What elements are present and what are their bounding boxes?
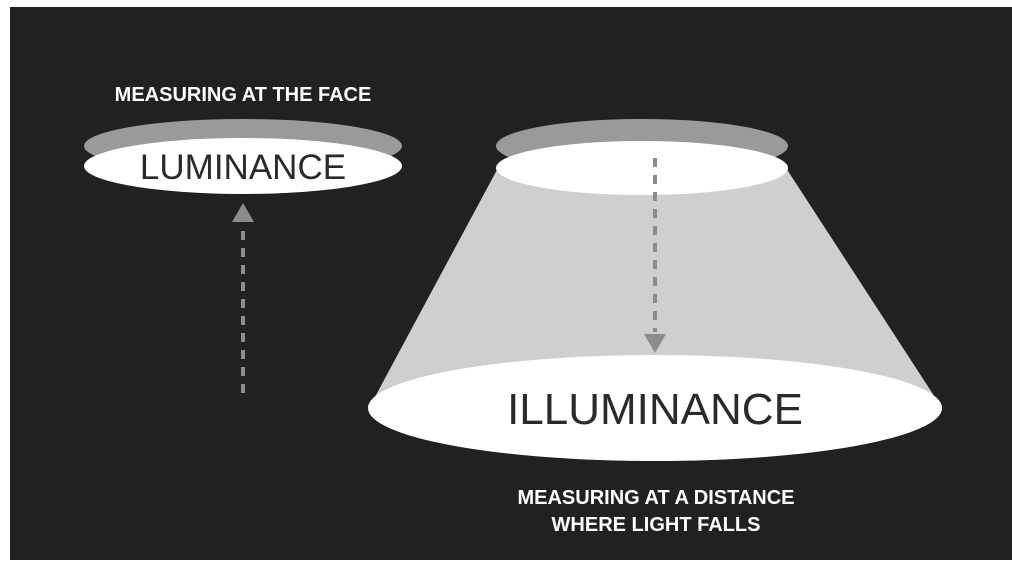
bottom-caption-line-1: MEASURING AT A DISTANCE [517, 487, 794, 509]
bottom-caption-line-2: WHERE LIGHT FALLS [552, 514, 761, 536]
top-caption: MEASURING AT THE FACE [115, 84, 372, 106]
luminance-disc: LUMINANCE [84, 119, 402, 194]
illuminance-label: ILLUMINANCE [507, 385, 803, 434]
luminance-label: LUMINANCE [140, 148, 346, 187]
light-source-disc-face [496, 141, 788, 195]
